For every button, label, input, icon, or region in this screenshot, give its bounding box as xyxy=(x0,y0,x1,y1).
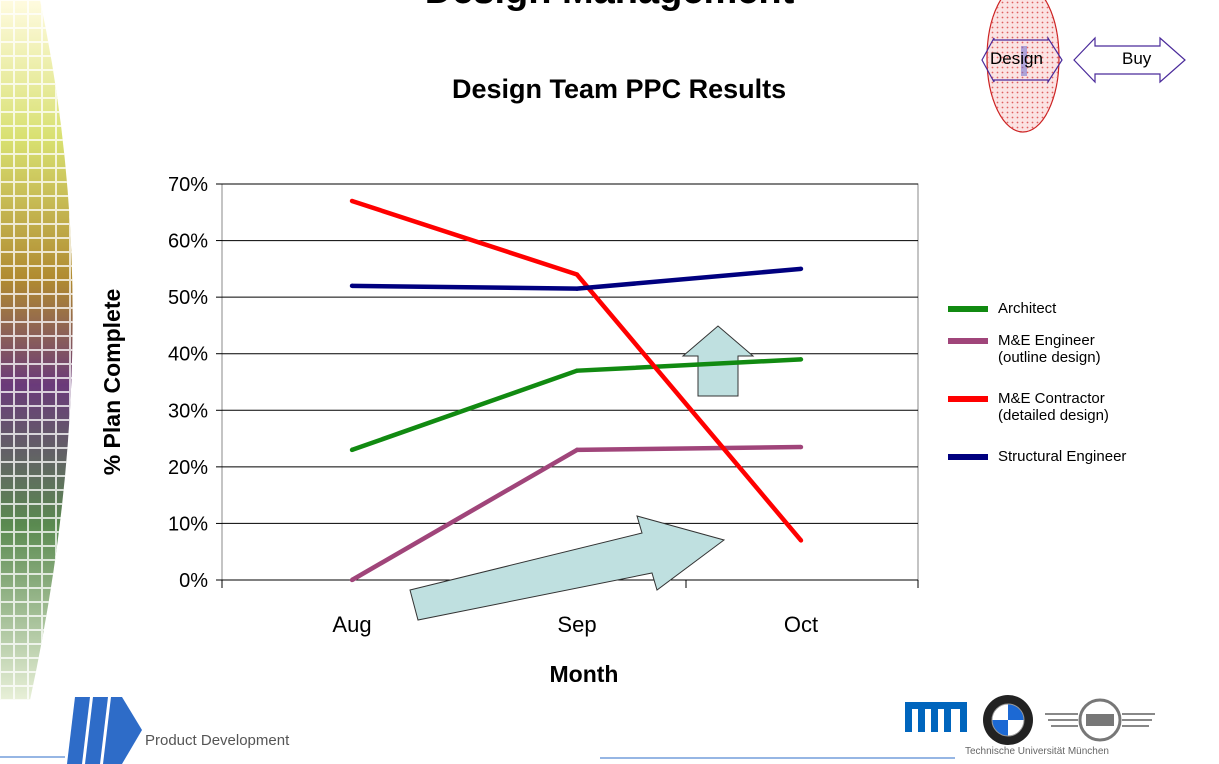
y-tick-label: 20% xyxy=(168,457,208,479)
legend-item: Structural Engineer xyxy=(948,448,1126,465)
legend-item: M&E Contractor (detailed design) xyxy=(948,390,1109,424)
decorative-tile-globe xyxy=(0,0,73,700)
y-tick-label: 0% xyxy=(179,570,208,592)
series-point xyxy=(574,368,580,373)
legend-label: Architect xyxy=(998,300,1057,317)
series-line-3 xyxy=(351,266,802,291)
chart-series xyxy=(349,198,804,583)
series-point xyxy=(349,447,355,453)
slide-heading: Design Management xyxy=(0,0,1219,13)
y-tick-label: 60% xyxy=(168,231,208,253)
legend-label: M&E Engineer (outline design) xyxy=(998,332,1101,366)
legend-label: M&E Contractor (detailed design) xyxy=(998,390,1109,424)
series-point xyxy=(574,272,580,277)
nav-buy-label: Buy xyxy=(1122,49,1152,68)
y-tick-label: 50% xyxy=(168,287,208,309)
mini-logo xyxy=(1045,698,1155,742)
y-tick-label: 30% xyxy=(168,400,208,422)
process-arrows xyxy=(981,0,1186,133)
series-point xyxy=(574,447,580,453)
x-axis-title: Month xyxy=(550,661,619,687)
y-axis-title: % Plan Complete xyxy=(99,289,125,476)
series-point xyxy=(349,577,355,583)
bmw-logo xyxy=(983,695,1033,745)
chart-title: Design Team PPC Results xyxy=(452,74,787,104)
series-point xyxy=(349,283,355,289)
legend-item: M&E Engineer (outline design) xyxy=(948,332,1101,366)
footer-university: Technische Universität München xyxy=(965,746,1109,757)
y-tick-label: 40% xyxy=(168,344,208,366)
trend-arrow-up xyxy=(681,325,755,397)
trend-arrow-diagonal xyxy=(409,515,726,621)
series-point xyxy=(349,198,355,204)
product-development-logo xyxy=(67,697,90,764)
x-tick-label: Aug xyxy=(332,612,371,637)
plot-area-border xyxy=(221,183,919,581)
legend-swatch xyxy=(948,306,988,312)
chart-axes xyxy=(216,183,919,588)
legend-swatch xyxy=(948,396,988,402)
tum-logo xyxy=(905,702,967,732)
legend-swatch xyxy=(948,454,988,460)
nav-design-label: Design xyxy=(990,49,1043,68)
x-tick-label: Oct xyxy=(784,612,818,637)
series-point xyxy=(798,538,804,543)
series-point xyxy=(798,357,804,362)
footer-product-development: Product Development xyxy=(145,732,290,749)
y-tick-label: 70% xyxy=(168,174,208,196)
x-tick-label: Sep xyxy=(557,612,596,637)
y-tick-label: 10% xyxy=(168,513,208,535)
series-point xyxy=(798,266,804,272)
trend-arrows xyxy=(409,325,755,621)
legend-label: Structural Engineer xyxy=(998,448,1127,465)
footer-graphics xyxy=(0,695,1155,764)
series-point xyxy=(574,286,580,291)
legend-swatch xyxy=(948,338,988,344)
chart-gridlines xyxy=(221,183,919,581)
legend-item: Architect xyxy=(948,300,1056,317)
series-point xyxy=(798,444,804,450)
